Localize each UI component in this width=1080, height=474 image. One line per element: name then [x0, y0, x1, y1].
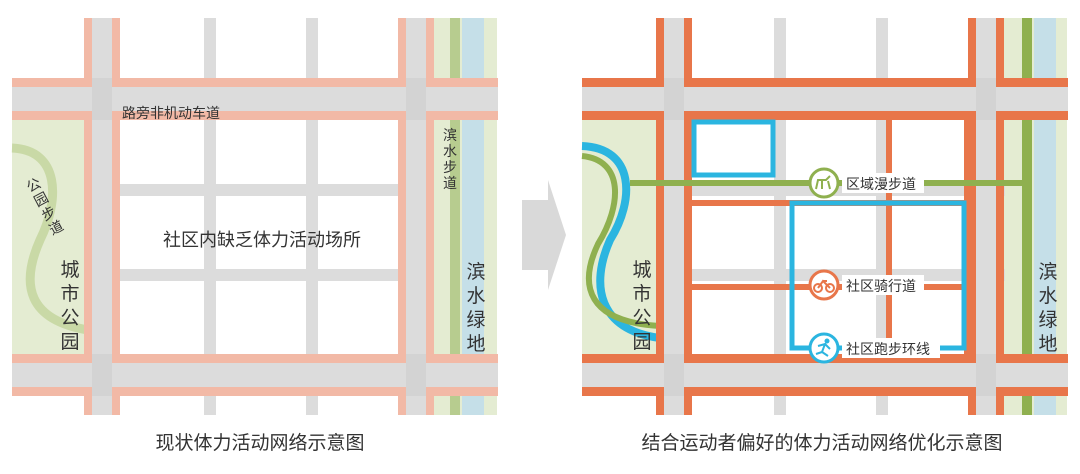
svg-text:地: 地: [466, 333, 485, 355]
riverside-path-line-right: [1022, 18, 1032, 415]
svg-text:园: 园: [32, 190, 52, 211]
running-loop-small: [691, 119, 776, 178]
svg-text:滨: 滨: [443, 128, 457, 144]
svg-text:滨: 滨: [466, 261, 485, 283]
riverside-path-line: [450, 18, 460, 415]
svg-text:公: 公: [60, 307, 79, 329]
city-park-label-right: 城 市 公 园: [632, 259, 651, 353]
legend-walking-label: 区域漫步道: [846, 177, 916, 193]
svg-text:步: 步: [443, 160, 457, 176]
left-caption: 现状体力活动网络示意图: [155, 432, 365, 454]
legend-running: 社区跑步环线: [808, 332, 940, 364]
svg-text:园: 园: [60, 331, 79, 353]
svg-text:公: 公: [632, 307, 651, 329]
right-panel: 区域漫步道 社区骑行道 社区跑步环线 城 市 公 园 滨 水 绿: [581, 18, 1068, 415]
right-caption: 结合运动者偏好的体力活动网络优化示意图: [641, 432, 1003, 454]
riverside-green-label: 滨 水 绿 地: [466, 261, 485, 355]
riverside-green-label-right: 滨 水 绿 地: [1038, 261, 1057, 355]
major-roads: [12, 18, 498, 415]
svg-text:水: 水: [466, 285, 485, 307]
svg-text:城: 城: [632, 259, 651, 281]
svg-text:市: 市: [632, 283, 651, 305]
left-panel: 路旁非机动车道 滨 水 步 道 公 园 步 道 城 市 公 园 滨 水 绿 地 …: [11, 18, 498, 415]
city-park-label: 城 市 公 园: [60, 259, 79, 353]
legend-running-label: 社区跑步环线: [846, 342, 930, 358]
svg-text:市: 市: [60, 283, 79, 305]
park-running-curve: [581, 142, 661, 342]
svg-text:地: 地: [1038, 333, 1057, 355]
park-walking-curve: [581, 153, 661, 329]
park-path-label: 公 园 步 道: [24, 176, 66, 239]
svg-text:滨: 滨: [1038, 261, 1057, 283]
svg-text:水: 水: [1038, 285, 1057, 307]
svg-text:城: 城: [60, 259, 79, 281]
svg-text:绿: 绿: [1038, 309, 1057, 331]
transition-arrow-icon: [522, 180, 566, 290]
major-roads-right: [582, 18, 1068, 415]
non-motor-lane-label: 路旁非机动车道: [122, 105, 220, 122]
park-path-curve: [11, 143, 89, 335]
legend-cycling: 社区骑行道: [808, 269, 924, 301]
center-note-label: 社区内缺乏体力活动场所: [163, 230, 361, 251]
cycling-lanes-minor: [686, 110, 971, 360]
svg-text:道: 道: [47, 218, 67, 239]
svg-text:公: 公: [24, 176, 44, 197]
legend-walking: 区域漫步道: [808, 167, 924, 199]
svg-text:道: 道: [443, 176, 457, 192]
svg-text:绿: 绿: [466, 309, 485, 331]
svg-text:步: 步: [39, 204, 59, 225]
riverside-path-label: 滨 水 步 道: [443, 128, 457, 192]
svg-text:园: 园: [632, 331, 651, 353]
dog-walking-icon: [808, 167, 840, 199]
svg-text:水: 水: [443, 144, 457, 160]
legend-cycling-label: 社区骑行道: [846, 279, 916, 295]
